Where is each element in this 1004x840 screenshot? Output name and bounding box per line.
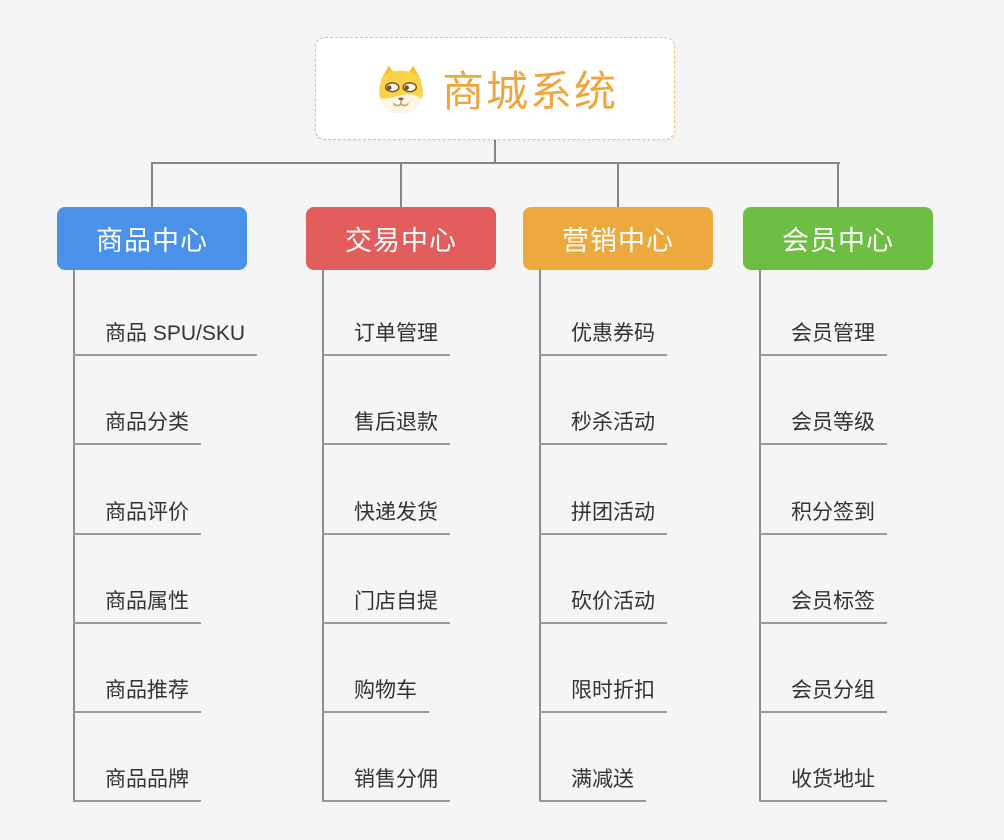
leaf-node-member-tag[interactable]: 会员标签 [759,584,887,624]
leaf-node-product-category[interactable]: 商品分类 [73,405,201,445]
branch-node-member-center[interactable]: 会员中心 [743,207,933,270]
branch-label: 会员中心 [782,226,894,256]
leaf-node-limited-time-discount[interactable]: 限时折扣 [539,673,667,713]
leaf-node-product-recommend[interactable]: 商品推荐 [73,673,201,713]
leaf-node-member-level[interactable]: 会员等级 [759,405,887,445]
leaf-node-aftersale-refund[interactable]: 售后退款 [322,405,450,445]
branch-node-trade-center[interactable]: 交易中心 [306,207,496,270]
leaf-node-shipping-address[interactable]: 收货地址 [759,762,887,802]
leaf-node-flash-sale[interactable]: 秒杀活动 [539,405,667,445]
leaf-node-spend-and-save[interactable]: 满减送 [539,762,646,802]
leaf-node-store-pickup[interactable]: 门店自提 [322,584,450,624]
root-title: 商城系统 [441,68,618,115]
branch-label: 交易中心 [345,226,457,256]
branch-node-marketing-center[interactable]: 营销中心 [523,207,713,270]
leaf-node-member-management[interactable]: 会员管理 [759,316,887,356]
leaf-node-product-attribute[interactable]: 商品属性 [73,584,201,624]
column-line-marketing [539,269,541,802]
leaf-node-product-brand[interactable]: 商品品牌 [73,762,201,802]
leaf-node-product-spu-sku[interactable]: 商品 SPU/SKU [73,316,258,356]
drop-connector-trade [400,162,402,208]
branch-node-product-center[interactable]: 商品中心 [57,207,247,270]
drop-connector-marketing [617,162,619,208]
root-stem-connector [494,140,496,163]
leaf-node-product-review[interactable]: 商品评价 [73,495,201,535]
leaf-node-express-delivery[interactable]: 快递发货 [322,495,450,535]
branch-horizontal-connector [151,162,840,164]
dog-face-icon [379,64,423,114]
column-line-product [73,269,75,802]
leaf-node-bargain-activity[interactable]: 砍价活动 [539,584,667,624]
column-line-member [759,269,761,802]
root-node[interactable]: 商城系统 [315,37,675,140]
leaf-node-group-buy[interactable]: 拼团活动 [539,495,667,535]
leaf-node-order-management[interactable]: 订单管理 [322,316,450,356]
branch-label: 商品中心 [96,226,208,256]
leaf-node-coupon-code[interactable]: 优惠券码 [539,316,667,356]
branch-label: 营销中心 [562,226,674,256]
leaf-node-points-checkin[interactable]: 积分签到 [759,495,887,535]
leaf-node-member-group[interactable]: 会员分组 [759,673,887,713]
leaf-node-shopping-cart[interactable]: 购物车 [322,673,429,713]
column-line-trade [322,269,324,802]
drop-connector-product [151,162,153,208]
drop-connector-member [837,162,839,208]
leaf-node-sales-commission[interactable]: 销售分佣 [322,762,450,802]
